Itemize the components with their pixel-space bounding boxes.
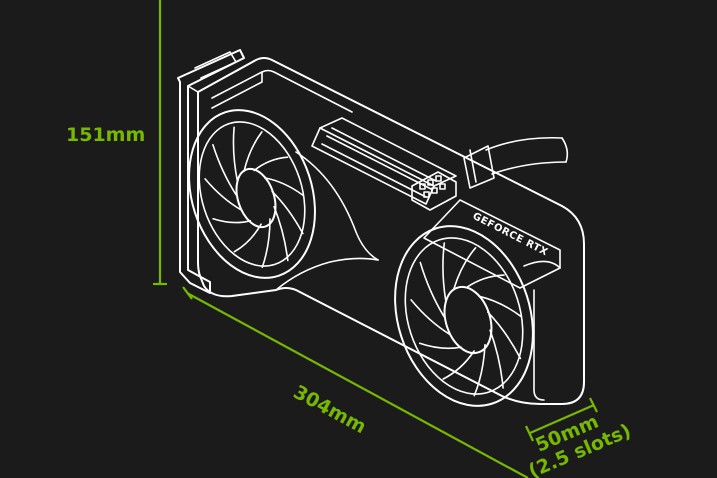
power-connector: [411, 171, 457, 211]
fan-blade: [442, 242, 447, 301]
fan-blade: [418, 342, 462, 350]
bracket-plate: [177, 49, 245, 294]
end-cap-edge: [533, 289, 545, 401]
center-ridge: [311, 117, 457, 205]
fan-blade: [263, 177, 304, 196]
fan-1-frame: [188, 109, 316, 279]
height-dimension: 151mm: [66, 0, 167, 286]
width-dimension-tick-end: [589, 397, 598, 413]
fan-blade: [233, 223, 262, 253]
connector-pin: [435, 175, 442, 182]
graphics-card-illustration: GEFORCE RTX: [177, 49, 585, 407]
fan-blade: [419, 261, 445, 318]
power-cable: [463, 136, 569, 189]
connector-pin: [431, 187, 438, 194]
ridge-vent-2: [326, 135, 432, 190]
height-label: 151mm: [66, 124, 145, 146]
ridge-vent-3: [321, 143, 427, 198]
width-dimension-line: [529, 403, 595, 435]
cable-plug-ridge: [469, 149, 477, 183]
length-dimension-line: [186, 292, 529, 478]
shroud-divider: [295, 151, 379, 261]
cable-plug: [463, 145, 495, 189]
fan-blade: [243, 131, 263, 173]
fan-blade: [253, 156, 289, 172]
bracket-edge: [187, 85, 199, 93]
connector-housing: [411, 171, 457, 211]
ridge-top: [319, 117, 457, 187]
fan-2: [394, 225, 534, 407]
ridge-side: [311, 127, 435, 205]
fan-blade: [487, 311, 522, 360]
fan-2-frame: [394, 225, 534, 407]
connector-pin: [439, 183, 446, 190]
width-dimension-tick-start: [525, 425, 534, 442]
fan-2-ring: [404, 237, 524, 395]
shroud-top-face: [211, 71, 263, 109]
length-label: 304mm: [290, 381, 370, 438]
fan-blade: [410, 299, 451, 336]
fan-blade: [273, 205, 289, 262]
fan-1-ring: [198, 121, 306, 267]
end-cap-top: [523, 260, 561, 269]
fan-2-hub: [443, 285, 493, 355]
fan-blade: [489, 329, 504, 389]
fan-1-hub: [235, 167, 277, 229]
fan-blade: [453, 247, 477, 290]
ridge-vent-1: [331, 127, 437, 182]
shroud-lower-curve: [275, 257, 379, 291]
connector-pin: [427, 179, 434, 186]
fan-2-blades: [410, 242, 522, 397]
fan-blade: [478, 295, 522, 318]
shroud-outline: [197, 57, 585, 405]
shroud-top-band: [211, 69, 353, 113]
fan-blade: [232, 126, 239, 182]
cable-end: [561, 137, 569, 163]
bracket-tab: [194, 51, 237, 79]
width-dimension: 50mm (2.5 slots): [525, 397, 634, 478]
fan-blade: [204, 178, 242, 211]
fan-1-blades: [204, 126, 304, 269]
fan-blade: [442, 350, 475, 380]
fan-blade: [212, 218, 252, 224]
cable-wire-bottom: [491, 161, 567, 175]
fan-1: [188, 109, 316, 279]
connector-pin: [423, 191, 430, 198]
fan-blade: [271, 190, 304, 235]
brand-text: GEFORCE RTX: [471, 211, 550, 258]
fan-blade: [465, 274, 505, 289]
fan-blade: [212, 144, 237, 196]
connector-pin: [419, 183, 426, 190]
length-dimension-tick-start: [182, 286, 193, 300]
io-bracket: [177, 49, 245, 294]
cable-wire-top: [485, 136, 563, 151]
